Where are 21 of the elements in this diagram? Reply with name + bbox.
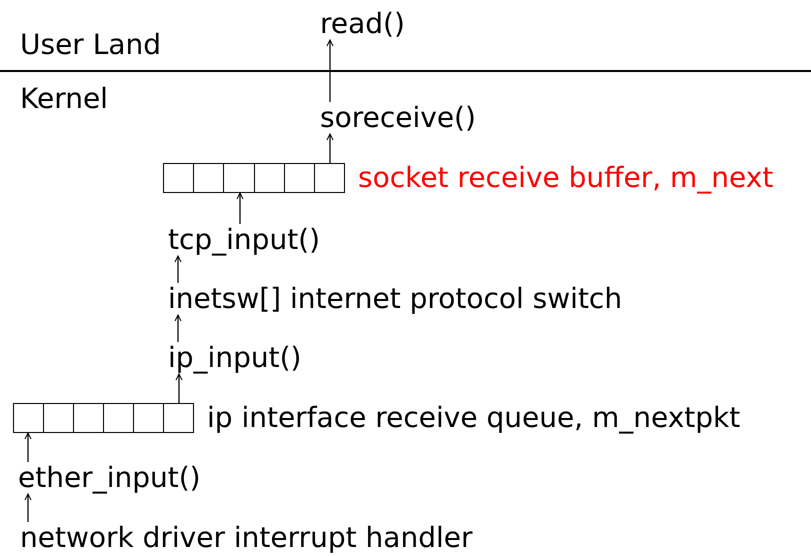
region-label: User Land bbox=[20, 29, 161, 61]
function-label: tcp_input() bbox=[168, 224, 320, 256]
buffer-queue bbox=[163, 163, 345, 193]
buffer-caption: socket receive buffer, m_next bbox=[358, 162, 774, 194]
function-label: inetsw[] internet protocol switch bbox=[168, 283, 622, 315]
function-label: soreceive() bbox=[320, 102, 476, 134]
function-label: read() bbox=[320, 8, 405, 40]
buffer-caption: ip interface receive queue, m_nextpkt bbox=[207, 402, 740, 434]
buffer-queue bbox=[13, 403, 194, 433]
arrow bbox=[174, 314, 182, 342]
arrow bbox=[236, 192, 244, 224]
arrow bbox=[24, 432, 32, 462]
arrow bbox=[326, 134, 334, 163]
function-label: ether_input() bbox=[18, 462, 201, 494]
arrow bbox=[176, 374, 182, 403]
function-label: network driver interrupt handler bbox=[20, 522, 472, 554]
arrow bbox=[174, 256, 182, 283]
function-label: ip_input() bbox=[168, 342, 302, 374]
arrow bbox=[24, 494, 32, 522]
arrow bbox=[326, 40, 334, 102]
region-label: Kernel bbox=[20, 83, 108, 115]
